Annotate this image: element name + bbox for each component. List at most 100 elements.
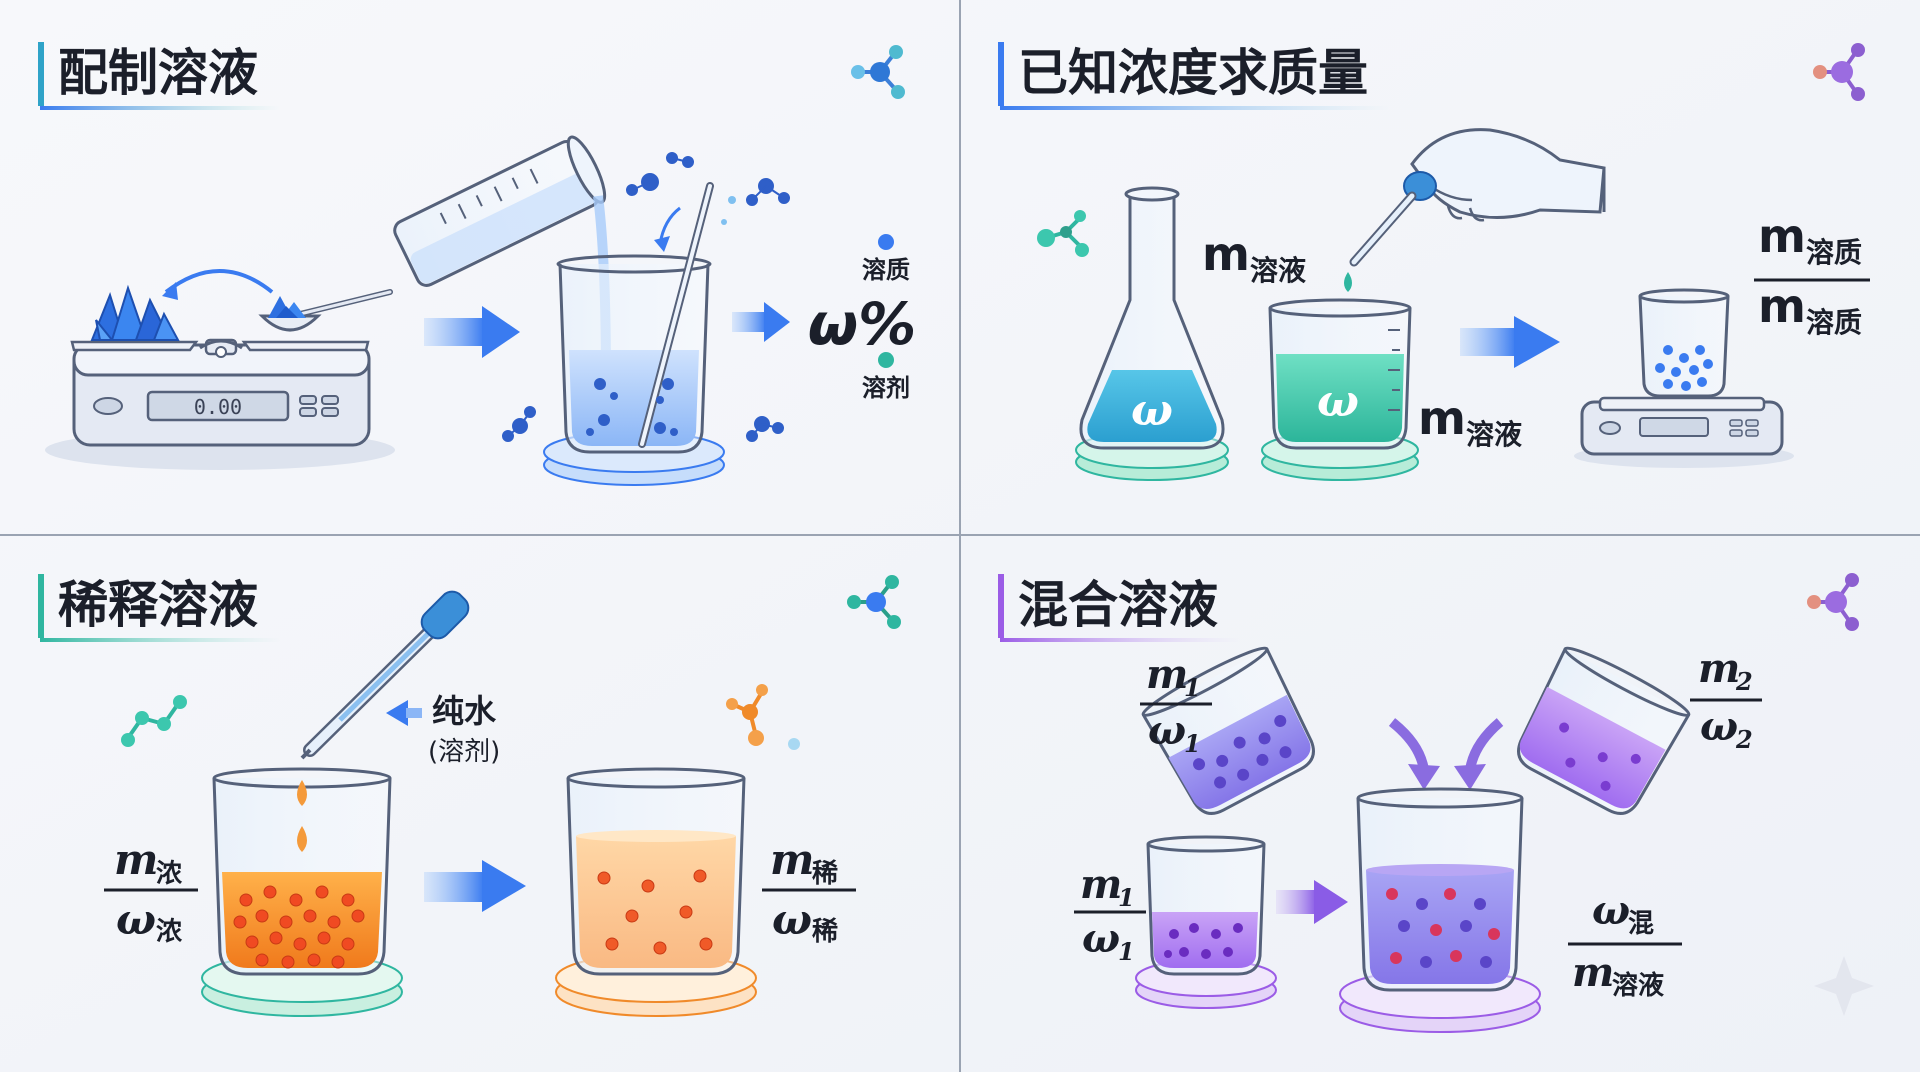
mass-fraction-symbol: ω% <box>808 290 917 358</box>
process-arrow-body <box>424 318 484 346</box>
teal-droplet <box>1344 272 1352 292</box>
small-molecule-icon-orange <box>726 684 768 746</box>
w-mix-sub: 混 <box>1628 909 1654 939</box>
m2-sub: 2 <box>1735 667 1753 696</box>
w-concentrated: ω <box>116 895 156 944</box>
panel-title: 稀释溶液 <box>58 576 258 634</box>
result-arrow-head <box>764 302 790 342</box>
beaker-teal-solution: ω <box>1261 298 1419 481</box>
panel-mix-solutions: 混合溶液 m 1 ω 1 <box>998 573 1874 1033</box>
dropper-icon <box>300 590 470 760</box>
title-underline <box>1000 106 1390 110</box>
digital-scale: 0.00 <box>45 338 395 470</box>
panel-title: 配制溶液 <box>58 44 258 102</box>
process-arrow-body <box>1276 890 1316 914</box>
floating-molecule-icons <box>502 152 790 442</box>
flask-omega-symbol: ω <box>1131 385 1173 436</box>
molecule-icon <box>1807 573 1859 631</box>
beaker-omega-symbol: ω <box>1317 376 1359 427</box>
molecule-icon <box>1813 43 1865 101</box>
stir-arrowhead <box>654 236 670 252</box>
w-diluted-sub: 稀 <box>812 917 838 947</box>
m1b-label: m <box>1080 861 1122 908</box>
beaker-mixed-solution <box>1339 787 1541 1033</box>
m-diluted-sub: 稀 <box>812 859 838 889</box>
m1-sub: 1 <box>1184 673 1201 702</box>
w1b-label: ω <box>1082 915 1120 962</box>
process-arrow-body <box>1460 328 1516 356</box>
beaker-diluted-peach <box>555 767 757 1017</box>
ratio-numerator: m <box>1758 209 1806 263</box>
solute-label: 溶质 <box>862 256 910 284</box>
transfer-arrowhead <box>162 282 178 300</box>
m-solution-top-sub: 溶液 <box>1250 254 1306 287</box>
title-accent-bar <box>38 42 44 106</box>
process-arrow-head <box>482 306 520 358</box>
title-underline <box>40 638 280 642</box>
pour-arrow-left-head <box>1408 764 1440 790</box>
graduated-cylinder-pouring <box>393 135 607 287</box>
w1b-sub: 1 <box>1118 937 1135 966</box>
ratio-denominator-sub: 溶质 <box>1806 306 1862 339</box>
title-accent-bar <box>998 574 1004 638</box>
m-solution-bottom: m <box>1418 391 1466 445</box>
crystal-pile-icon <box>90 284 180 341</box>
spoon-with-crystals-icon <box>258 289 393 332</box>
solvent-dot <box>878 352 894 368</box>
m1-label: m <box>1146 651 1188 698</box>
w2-label: ω <box>1700 703 1738 750</box>
beaker-blue-solution <box>543 182 725 486</box>
tilted-beaker-1 <box>1141 646 1315 815</box>
orange-droplet <box>297 826 307 852</box>
w1-sub: 1 <box>1184 729 1201 758</box>
title-accent-bar <box>38 574 44 638</box>
scale-readout: 0.00 <box>194 395 242 419</box>
solvent-paren-label: (溶剂) <box>428 737 500 767</box>
digital-scale-with-beaker <box>1574 288 1794 468</box>
m1b-sub: 1 <box>1118 883 1135 912</box>
w-diluted: ω <box>772 895 812 944</box>
tilted-beaker-2 <box>1517 646 1691 815</box>
small-molecule-icon <box>121 695 187 747</box>
bubble-dot <box>728 196 736 204</box>
w1-label: ω <box>1148 707 1186 754</box>
w2-sub: 2 <box>1735 725 1753 754</box>
solvent-label: 溶剂 <box>862 374 910 402</box>
beaker-concentrated-orange <box>201 767 403 1017</box>
m-diluted: m <box>770 835 814 884</box>
panel-mass-from-concentration: 已知浓度求质量 ω m 溶液 <box>998 42 1870 481</box>
panel-dilute-solution: 稀释溶液 <box>38 574 901 1017</box>
erlenmeyer-flask: ω <box>1075 186 1229 481</box>
ratio-numerator-sub: 溶质 <box>1806 236 1862 269</box>
small-molecule-icon <box>1037 210 1089 257</box>
solute-dot <box>878 234 894 250</box>
process-arrow-head <box>482 860 526 912</box>
molecule-icon <box>851 45 905 99</box>
m-solution-sub: 溶液 <box>1612 970 1664 1001</box>
orange-droplet <box>297 780 307 806</box>
sparkle-watermark-icon <box>1814 956 1874 1016</box>
bubble-dot <box>788 738 800 750</box>
panel-title: 混合溶液 <box>1018 576 1218 634</box>
water-arrow-body <box>406 708 422 718</box>
pour-arrow-right-head <box>1454 764 1486 790</box>
beaker-small-purple <box>1135 835 1277 1009</box>
m-solution-bottom-sub: 溶液 <box>1466 418 1522 451</box>
m-solution-label: m <box>1572 949 1614 996</box>
hand-with-dropper-icon <box>1349 128 1606 267</box>
ratio-denominator: m <box>1758 279 1806 333</box>
panel-title: 已知浓度求质量 <box>1018 44 1368 102</box>
process-arrow-body <box>424 872 484 902</box>
process-arrow-head <box>1314 880 1348 924</box>
w-concentrated-sub: 浓 <box>156 917 183 947</box>
title-underline <box>1000 638 1240 642</box>
panel-prepare-solution: 配制溶液 0.00 <box>38 42 917 486</box>
title-accent-bar <box>998 42 1004 106</box>
m-concentrated-sub: 浓 <box>156 859 183 889</box>
m2-label: m <box>1698 645 1740 692</box>
result-arrow-body <box>732 312 766 332</box>
bubble-dot <box>721 219 727 225</box>
m-concentrated: m <box>114 835 158 884</box>
transfer-arrow-curve <box>164 269 274 294</box>
